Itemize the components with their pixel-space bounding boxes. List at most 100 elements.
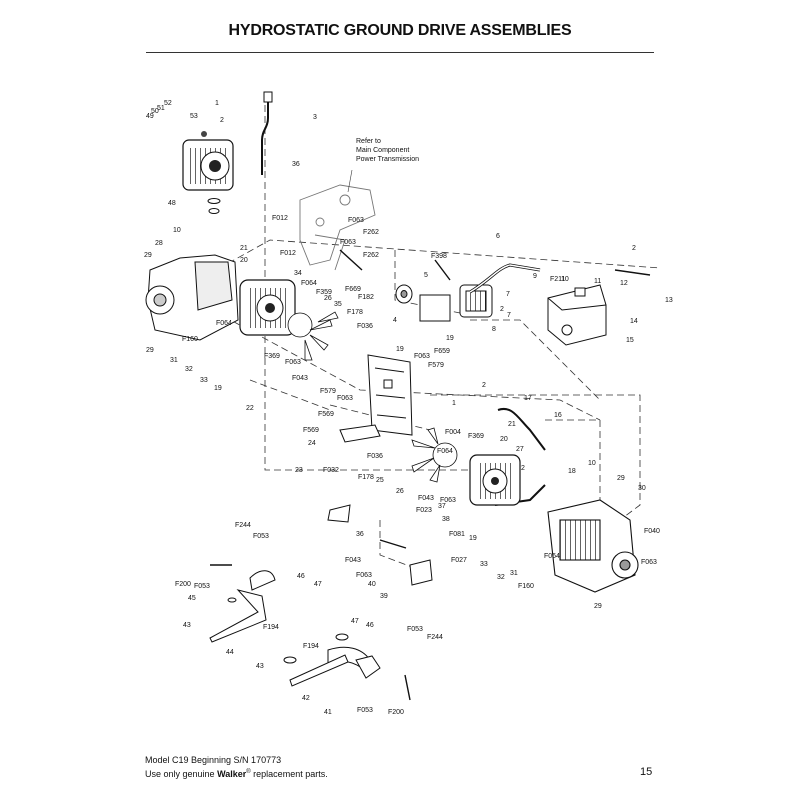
part-label: F244 <box>235 522 251 529</box>
part-label: F053 <box>357 707 373 714</box>
cooling-fan-center <box>411 427 458 483</box>
part-label: F369 <box>264 353 280 360</box>
part-label: F063 <box>285 359 301 366</box>
part-label: F036 <box>357 323 373 330</box>
part-label: 24 <box>308 440 316 447</box>
part-label: 48 <box>168 200 176 207</box>
part-label: F064 <box>216 320 232 327</box>
part-label: F579 <box>428 362 444 369</box>
reservoir-tank <box>547 284 607 346</box>
part-label: F369 <box>468 433 484 440</box>
part-label: 10 <box>173 227 181 234</box>
part-label: 7 <box>506 291 510 298</box>
part-label: 43 <box>183 622 191 629</box>
part-label: 18 <box>568 468 576 475</box>
part-label: F063 <box>414 353 430 360</box>
part-label: 21 <box>508 421 516 428</box>
part-label: 47 <box>351 618 359 625</box>
part-label: F081 <box>449 531 465 538</box>
part-label: 27 <box>516 446 524 453</box>
part-label: 2 <box>500 306 504 313</box>
part-label: 31 <box>510 570 518 577</box>
part-label: 28 <box>155 240 163 247</box>
part-label: F053 <box>194 583 210 590</box>
part-label: 26 <box>324 295 332 302</box>
part-label: 29 <box>617 475 625 482</box>
part-label: F359 <box>316 289 332 296</box>
part-label: 7 <box>507 312 511 319</box>
part-label: 36 <box>356 531 364 538</box>
part-label: F211 <box>550 276 566 283</box>
part-label: F053 <box>253 533 269 540</box>
part-label: 22 <box>246 405 254 412</box>
part-label: 42 <box>302 695 310 702</box>
part-label: 46 <box>297 573 305 580</box>
part-label: F023 <box>416 507 432 514</box>
part-label: F012 <box>280 250 296 257</box>
part-label: 17 <box>524 395 532 402</box>
part-label: 52 <box>164 100 172 107</box>
part-label: 43 <box>256 663 264 670</box>
lever-and-linkage-parts <box>209 424 433 687</box>
part-label: 39 <box>380 593 388 600</box>
part-label: F063 <box>641 559 657 566</box>
part-label: F063 <box>340 239 356 246</box>
part-label: F063 <box>337 395 353 402</box>
frame-bracket-phantom <box>299 184 376 271</box>
part-label: F579 <box>320 388 336 395</box>
part-label: 2 <box>220 117 224 124</box>
part-label: F178 <box>358 474 374 481</box>
part-label: 8 <box>492 326 496 333</box>
part-label: 15 <box>626 337 634 344</box>
pump-motor-center <box>469 454 521 506</box>
part-label: 19 <box>214 385 222 392</box>
part-label: 19 <box>396 346 404 353</box>
part-label: 10 <box>561 276 569 283</box>
notice-suffix: replacement parts. <box>250 769 328 779</box>
part-label: F398 <box>431 253 447 260</box>
part-label: 23 <box>295 467 303 474</box>
part-label: 1 <box>215 100 219 107</box>
part-label: F178 <box>347 309 363 316</box>
footer: Model C19 Beginning S/N 170773 Use only … <box>145 754 328 780</box>
part-label: 3 <box>313 114 317 121</box>
part-label: 41 <box>324 709 332 716</box>
part-label: F569 <box>303 427 319 434</box>
part-label: F262 <box>363 229 379 236</box>
part-label: 47 <box>314 581 322 588</box>
pump-motor-left <box>239 279 296 336</box>
part-label: 13 <box>665 297 673 304</box>
part-label: 36 <box>292 161 300 168</box>
part-label: 45 <box>188 595 196 602</box>
part-label: F043 <box>292 375 308 382</box>
left-housing-plate <box>145 254 239 341</box>
part-label: 53 <box>190 113 198 120</box>
part-label: F262 <box>363 252 379 259</box>
part-label: 37 <box>438 503 446 510</box>
part-label: 11 <box>594 278 601 285</box>
part-label: F043 <box>418 495 434 502</box>
title-rule <box>146 52 654 53</box>
part-label: F194 <box>303 643 319 650</box>
bolts-and-fasteners <box>210 249 651 701</box>
part-label: 6 <box>496 233 500 240</box>
part-label: 5 <box>424 272 428 279</box>
part-label: 33 <box>480 561 488 568</box>
callout-note: Refer to Main Component Power Transmissi… <box>356 138 419 163</box>
part-label: F063 <box>440 497 456 504</box>
part-label: F064 <box>301 280 317 287</box>
hydraulic-tube-top <box>261 91 273 175</box>
part-label: 33 <box>200 377 208 384</box>
part-label: F063 <box>348 217 364 224</box>
cooling-fan-left <box>287 311 339 361</box>
part-label: 4 <box>393 317 397 324</box>
part-label: 31 <box>170 357 178 364</box>
part-label: F200 <box>175 581 191 588</box>
part-label: F182 <box>358 294 374 301</box>
part-label: 14 <box>630 318 638 325</box>
part-label: 9 <box>533 273 537 280</box>
part-label: 32 <box>497 574 505 581</box>
part-label: 26 <box>396 488 404 495</box>
part-label: 12 <box>620 280 628 287</box>
